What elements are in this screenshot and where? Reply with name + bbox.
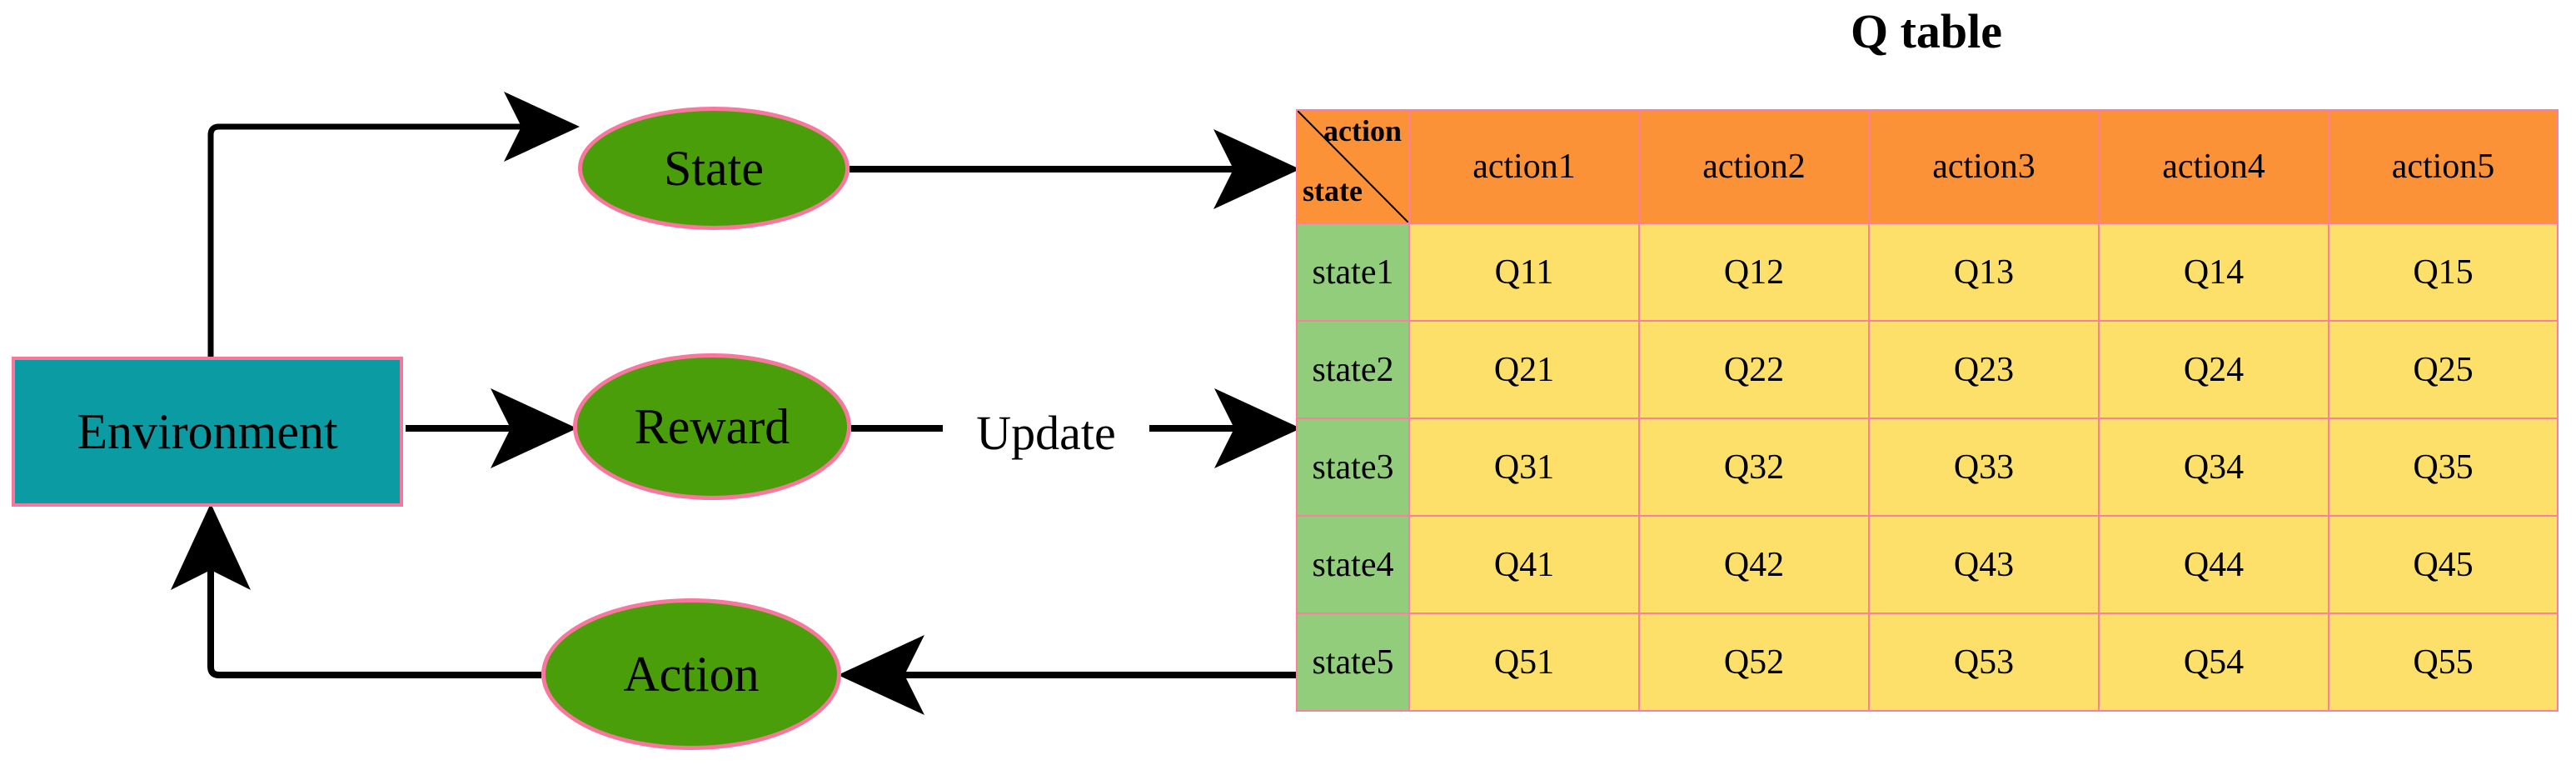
table-row: state2 Q21 Q22 Q23 Q24 Q25	[1296, 320, 2559, 419]
row-header-label: state5	[1312, 642, 1394, 682]
row-header-label: state4	[1312, 545, 1394, 584]
qtable-cell[interactable]: Q44	[2098, 515, 2329, 614]
qtable-col-header-3: action3	[1868, 109, 2100, 224]
qtable-row-header: state1	[1296, 222, 1410, 322]
qtable-cell-value: Q14	[2183, 252, 2245, 292]
qtable-cell[interactable]: Q53	[1868, 612, 2100, 712]
qtable-col-header-5: action5	[2328, 109, 2559, 224]
col-header-label: action4	[2162, 148, 2265, 186]
qtable-cell-value: Q52	[1723, 642, 1785, 682]
table-row: state5 Q51 Q52 Q53 Q54 Q55	[1296, 612, 2559, 712]
qtable-cell-value: Q44	[2183, 545, 2245, 584]
qtable-cell[interactable]: Q23	[1868, 320, 2100, 419]
qtable-cell[interactable]: Q54	[2098, 612, 2329, 712]
qtable-cell[interactable]: Q13	[1868, 222, 2100, 322]
qtable-title: Q table	[1296, 3, 2557, 59]
qtable-row-header: state2	[1296, 320, 1410, 419]
qtable-cell-value: Q34	[2183, 448, 2245, 487]
col-header-label: action3	[1932, 148, 2035, 186]
corner-action-label: action	[1323, 114, 1402, 148]
qtable-cell-value: Q43	[1953, 545, 2015, 584]
qtable-cell[interactable]: Q25	[2328, 320, 2559, 419]
qtable-cell-value: Q15	[2413, 252, 2474, 292]
qtable-cell[interactable]: Q42	[1638, 515, 1870, 614]
qtable-cell[interactable]: Q43	[1868, 515, 2100, 614]
row-header-label: state2	[1312, 350, 1394, 389]
qtable-cell-value: Q21	[1493, 350, 1555, 389]
table-row: state1 Q11 Q12 Q13 Q14 Q15	[1296, 222, 2559, 322]
col-header-label: action5	[2391, 148, 2495, 186]
qtable-cell-value: Q22	[1723, 350, 1785, 389]
qtable-col-header-1: action1	[1408, 109, 1640, 224]
qtable-row-header: state5	[1296, 612, 1410, 712]
table-row: state4 Q41 Q42 Q43 Q44 Q45	[1296, 515, 2559, 614]
col-header-label: action2	[1702, 148, 1806, 186]
qtable-corner-cell: action state	[1296, 109, 1410, 224]
row-header-label: state1	[1312, 252, 1394, 292]
action-node-label: Action	[623, 646, 760, 702]
qtable-header-row: action state action1 action2 action3 act…	[1296, 109, 2559, 224]
reward-node[interactable]: Reward	[573, 353, 851, 500]
col-header-label: action1	[1472, 148, 1576, 186]
qtable-cell-value: Q33	[1953, 448, 2015, 487]
reward-node-label: Reward	[634, 398, 790, 454]
update-label-text: Update	[976, 406, 1116, 460]
qtable-cell-value: Q41	[1493, 545, 1555, 584]
qtable-cell-value: Q11	[1494, 252, 1554, 292]
corner-state-label: state	[1303, 174, 1363, 208]
qtable-col-header-2: action2	[1638, 109, 1870, 224]
qtable-cell[interactable]: Q31	[1408, 418, 1640, 517]
action-node[interactable]: Action	[541, 598, 841, 750]
qtable-cell-value: Q42	[1723, 545, 1785, 584]
qtable-row-header: state4	[1296, 515, 1410, 614]
qtable-cell-value: Q54	[2183, 642, 2245, 682]
qtable-col-header-4: action4	[2098, 109, 2329, 224]
qtable-row-header: state3	[1296, 418, 1410, 517]
qtable-cell[interactable]: Q11	[1408, 222, 1640, 322]
row-header-label: state3	[1312, 448, 1394, 487]
qtable-cell-value: Q51	[1493, 642, 1555, 682]
qtable-cell[interactable]: Q14	[2098, 222, 2329, 322]
qtable-cell-value: Q32	[1723, 448, 1785, 487]
qtable-cell-value: Q23	[1953, 350, 2015, 389]
qtable-title-text: Q table	[1850, 4, 2003, 58]
qtable-cell[interactable]: Q51	[1408, 612, 1640, 712]
qtable-cell[interactable]: Q24	[2098, 320, 2329, 419]
qtable-cell[interactable]: Q12	[1638, 222, 1870, 322]
qtable-cell[interactable]: Q35	[2328, 418, 2559, 517]
environment-node[interactable]: Environment	[12, 357, 403, 507]
qtable-cell-value: Q35	[2413, 448, 2474, 487]
state-node[interactable]: State	[578, 107, 850, 230]
qtable-cell[interactable]: Q22	[1638, 320, 1870, 419]
qtable-cell-value: Q12	[1723, 252, 1785, 292]
qtable-cell[interactable]: Q41	[1408, 515, 1640, 614]
qtable-cell[interactable]: Q52	[1638, 612, 1870, 712]
qtable-cell-value: Q31	[1493, 448, 1555, 487]
qtable-cell-value: Q55	[2413, 642, 2474, 682]
environment-label: Environment	[77, 403, 338, 459]
qtable-cell-value: Q25	[2413, 350, 2474, 389]
qtable-cell-value: Q53	[1953, 642, 2015, 682]
arrow-environment-to-state	[207, 92, 580, 357]
update-edge-label: Update	[946, 405, 1146, 461]
qtable-cell[interactable]: Q55	[2328, 612, 2559, 712]
qtable-cell[interactable]: Q45	[2328, 515, 2559, 614]
corner-diagonal-line	[1298, 112, 1408, 222]
qtable-cell-value: Q24	[2183, 350, 2245, 389]
qtable-cell[interactable]: Q34	[2098, 418, 2329, 517]
qtable-cell-value: Q13	[1953, 252, 2015, 292]
qtable: action state action1 action2 action3 act…	[1296, 109, 2559, 712]
qtable-cell[interactable]: Q21	[1408, 320, 1640, 419]
qtable-cell[interactable]: Q15	[2328, 222, 2559, 322]
arrow-action-to-environment	[171, 503, 541, 678]
table-row: state3 Q31 Q32 Q33 Q34 Q35	[1296, 418, 2559, 517]
state-node-label: State	[664, 140, 764, 196]
qtable-cell[interactable]: Q33	[1868, 418, 2100, 517]
qtable-cell-value: Q45	[2413, 545, 2474, 584]
qtable-cell[interactable]: Q32	[1638, 418, 1870, 517]
